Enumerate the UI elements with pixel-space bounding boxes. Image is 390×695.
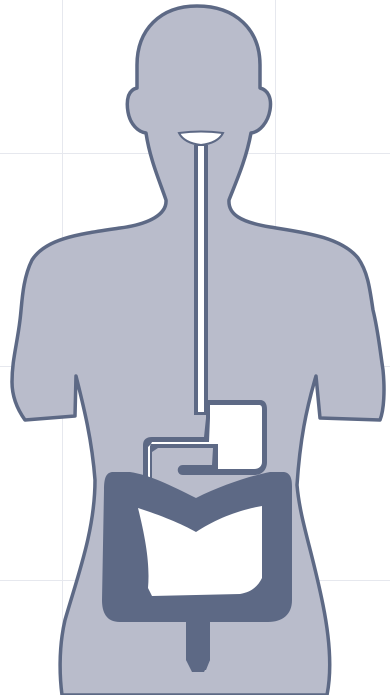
esophagus-lumen bbox=[198, 146, 204, 412]
rectum bbox=[186, 622, 210, 672]
